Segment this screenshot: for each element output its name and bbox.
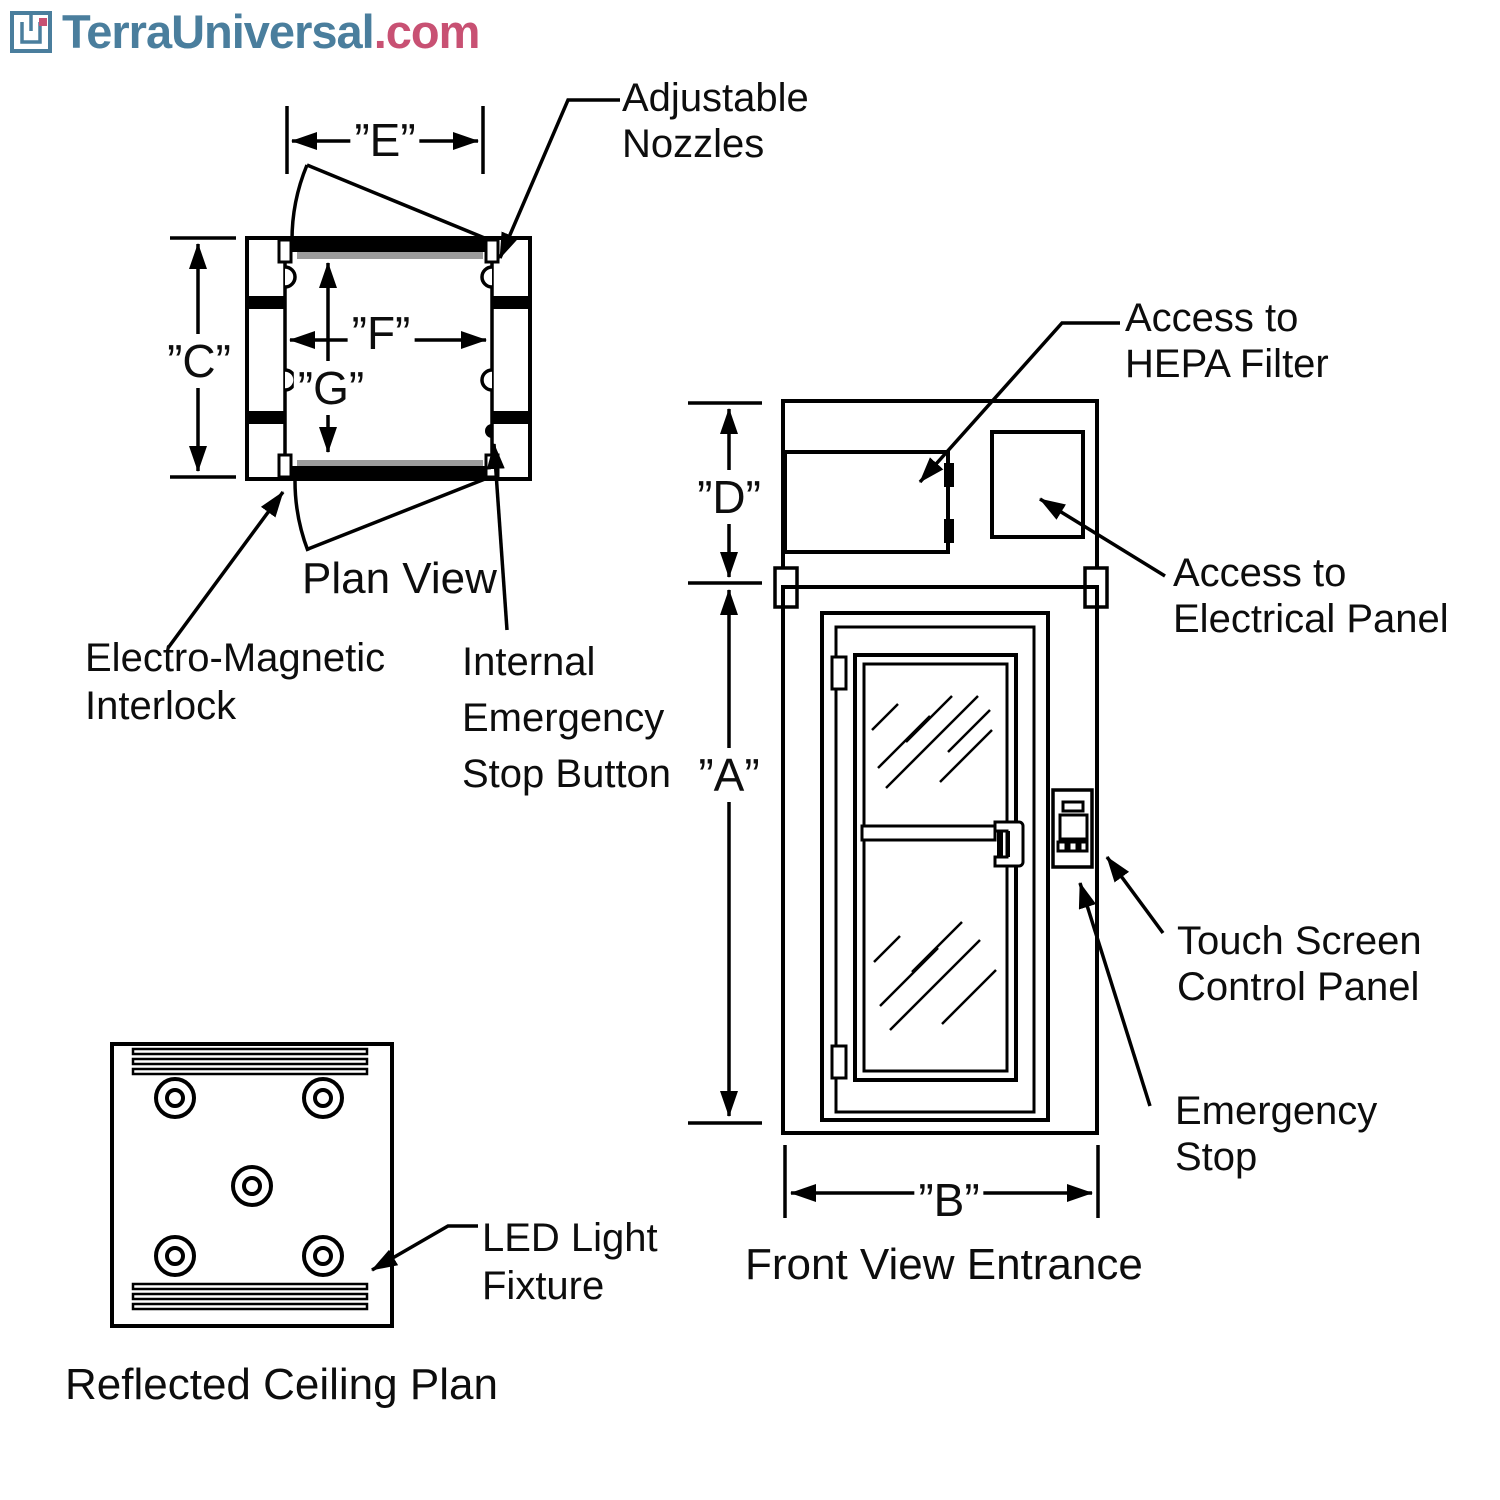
leader-touch-screen xyxy=(1105,855,1165,935)
plenum-box xyxy=(781,399,1099,589)
panel-button xyxy=(1078,840,1089,853)
leader-led-fixture xyxy=(371,1224,478,1272)
nozzle-bumps xyxy=(284,265,493,392)
front-view-drawing xyxy=(773,399,1109,1135)
glass-reflections xyxy=(871,695,997,1031)
label-access-electrical: Access to Electrical Panel xyxy=(1173,551,1449,641)
door-frame-inner xyxy=(834,625,1036,1114)
door-hinge-top xyxy=(830,655,848,691)
label-led-light-fixture: LED Light Fixture xyxy=(482,1216,658,1308)
label-emergency-stop: Emergency Stop xyxy=(1175,1089,1378,1179)
touch-screen-panel xyxy=(1051,788,1094,869)
bottom-door-open-line xyxy=(307,475,491,551)
plan-view-drawing xyxy=(245,163,532,552)
ceiling-nozzles xyxy=(154,1077,344,1277)
label-access-hepa: Access to HEPA Filter xyxy=(1125,296,1329,386)
dim-f-label: ”F” xyxy=(347,306,415,360)
ceiling-plan-caption: Reflected Ceiling Plan xyxy=(65,1360,498,1409)
ceiling-plan-drawing xyxy=(110,1042,478,1328)
label-internal-emergency-stop: Internal Emergency Stop Button xyxy=(462,640,672,796)
front-view-caption: Front View Entrance xyxy=(745,1240,1143,1289)
label-touch-screen: Touch Screen Control Panel xyxy=(1177,919,1422,1009)
hepa-access-door xyxy=(783,450,950,554)
front-leaders xyxy=(918,321,1166,1107)
entrance-body xyxy=(781,585,1099,1135)
plan-top-door xyxy=(292,238,487,252)
plan-view-caption: Plan View xyxy=(302,554,497,603)
panel-button xyxy=(1056,840,1068,853)
panel-slot xyxy=(1061,800,1085,813)
door-glass xyxy=(862,662,1009,1073)
electrical-access-panel xyxy=(990,430,1085,539)
leader-hepa xyxy=(918,321,1120,484)
top-door-open-line xyxy=(306,163,488,241)
brand-name: TerraUniversal xyxy=(62,5,375,58)
crash-bar xyxy=(860,824,997,842)
internal-estop-button xyxy=(485,424,492,438)
ceiling-outline xyxy=(110,1042,394,1328)
panel-screen xyxy=(1058,813,1089,841)
door-panel xyxy=(853,653,1018,1082)
leader-electrical xyxy=(1039,497,1166,578)
leader-adjustable-nozzles xyxy=(498,98,620,259)
dim-e-label: ”E” xyxy=(350,113,420,167)
dim-a-label: ”A” xyxy=(694,748,764,802)
dim-b-label: ”B” xyxy=(914,1173,984,1227)
panel-button xyxy=(1067,840,1079,853)
bottom-door-swing-arc xyxy=(293,480,310,552)
dim-g-label: ”G” xyxy=(293,361,369,415)
front-dimensions xyxy=(688,401,1100,1218)
led-light-fixtures xyxy=(131,1047,369,1311)
top-door-swing-arc xyxy=(290,164,309,242)
brand-tld: .com xyxy=(373,5,481,58)
leader-internal-estop xyxy=(486,443,509,631)
brand-header: TerraUniversal.com xyxy=(8,4,481,59)
leader-emergency-stop xyxy=(1078,882,1152,1107)
plan-bottom-door xyxy=(292,466,487,479)
plan-leaders xyxy=(166,98,620,650)
label-electro-magnetic-interlock: Electro-Magnetic Interlock xyxy=(85,636,386,728)
wall-connectors xyxy=(247,296,530,424)
dim-c-label: ”C” xyxy=(163,334,235,388)
leader-interlock xyxy=(166,490,285,650)
label-adjustable-nozzles: Adjustable Nozzles xyxy=(622,76,809,166)
terra-universal-logo-icon xyxy=(10,10,52,53)
dim-d-label: ”D” xyxy=(693,470,765,524)
door-hinge-bottom xyxy=(830,1044,848,1080)
